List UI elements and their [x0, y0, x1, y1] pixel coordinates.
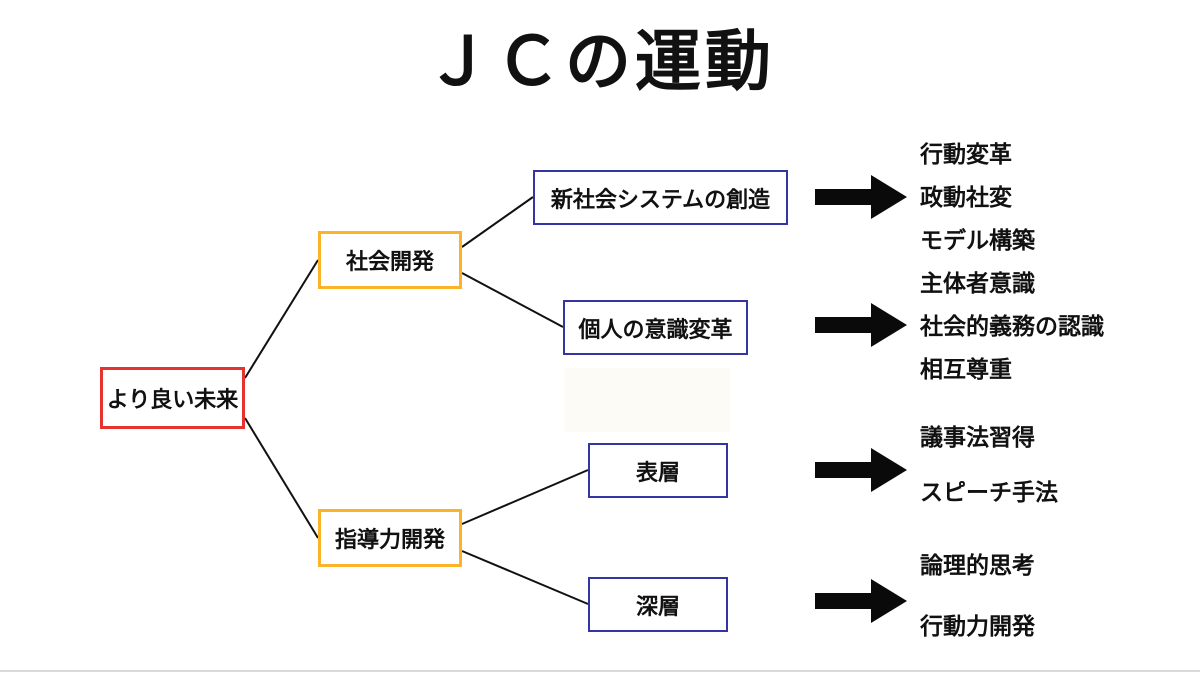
outcome-group-surface-layer: 議事法習得 スピーチ手法 — [920, 410, 1058, 520]
bottom-divider — [0, 670, 1200, 672]
outcome-group-individual-consciousness: 主体者意識 社会的義務の認識 相互尊重 — [920, 262, 1104, 391]
page-title: ＪＣの運動 — [425, 24, 775, 98]
arrow-shaft — [815, 189, 873, 205]
arrow-shaft — [815, 593, 873, 609]
node-deep-layer: 深層 — [588, 577, 728, 632]
arrow-right-icon — [815, 579, 907, 623]
arrow-head — [871, 579, 907, 623]
outcome-item: 論理的思考 — [920, 552, 1035, 578]
connector-root-branch1 — [244, 259, 319, 379]
connector-branch1-leaf2 — [461, 272, 564, 328]
node-surface-layer: 表層 — [588, 443, 728, 498]
outcome-group-new-social-system: 行動変革 政動社変 モデル構築 — [920, 133, 1035, 262]
node-leadership-development: 指導力開発 — [318, 509, 462, 567]
outcome-item: 政動社変 — [920, 184, 1012, 210]
outcome-item: 相互尊重 — [920, 356, 1012, 382]
arrow-shaft — [815, 317, 873, 333]
connector-branch1-leaf1 — [461, 196, 534, 248]
outcome-item: 議事法習得 — [920, 424, 1035, 450]
connector-branch2-leaf4 — [461, 550, 589, 605]
faded-placeholder-box — [565, 368, 730, 432]
node-better-future: より良い未来 — [100, 367, 245, 429]
connector-root-branch2 — [244, 417, 319, 539]
outcome-item: 社会的義務の認識 — [920, 313, 1104, 339]
outcome-item: 行動変革 — [920, 141, 1012, 167]
arrow-head — [871, 303, 907, 347]
node-new-social-system: 新社会システムの創造 — [533, 170, 788, 225]
outcome-item: 行動力開発 — [920, 613, 1035, 639]
outcome-item: モデル構築 — [920, 227, 1035, 253]
outcome-item: 主体者意識 — [920, 270, 1035, 296]
outcome-group-deep-layer: 論理的思考 行動力開発 — [920, 535, 1035, 657]
arrow-shaft — [815, 462, 873, 478]
arrow-head — [871, 448, 907, 492]
arrow-right-icon — [815, 303, 907, 347]
node-individual-consciousness: 個人の意識変革 — [563, 300, 748, 355]
arrow-right-icon — [815, 175, 907, 219]
node-social-development: 社会開発 — [318, 231, 462, 289]
outcome-item: スピーチ手法 — [920, 479, 1058, 505]
connector-branch2-leaf3 — [461, 469, 589, 525]
arrow-head — [871, 175, 907, 219]
arrow-right-icon — [815, 448, 907, 492]
